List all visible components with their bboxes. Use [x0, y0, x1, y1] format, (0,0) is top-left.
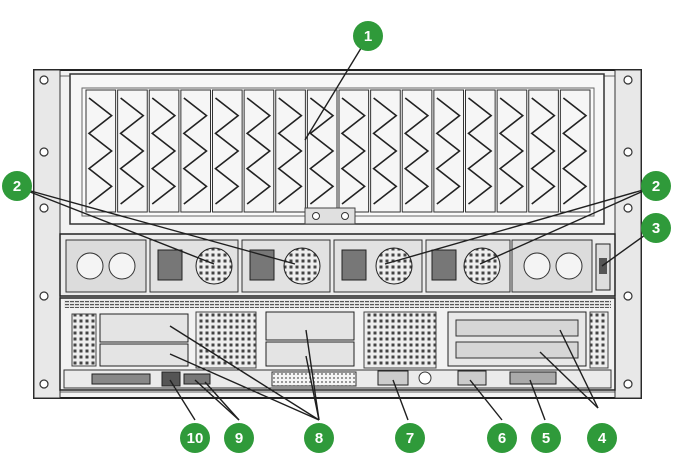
ocp-slot-center-upper	[265, 311, 355, 341]
slot-cover-vent-pattern	[119, 97, 145, 205]
left-vent	[71, 311, 257, 369]
slot-cover-vent-pattern	[277, 97, 303, 205]
power-supply-1	[149, 239, 239, 293]
slot-cover-vent-pattern	[530, 97, 556, 205]
ocp-slot-left-upper	[99, 313, 189, 343]
callout-3: 3	[641, 213, 671, 243]
power-supply-3	[333, 239, 423, 293]
callout-10: 10	[180, 423, 210, 453]
slot-cover-vent-pattern	[245, 97, 272, 205]
right-vent	[589, 311, 609, 369]
callout-6-label: 6	[498, 430, 506, 447]
leader-lines	[19, 39, 653, 421]
chassis-screws	[39, 75, 633, 389]
callout-3-label: 3	[652, 220, 660, 237]
slot-cover-vent-pattern	[87, 97, 113, 205]
callout-4: 4	[587, 423, 617, 453]
center-vent	[363, 311, 437, 369]
slot-cover-vent-pattern	[309, 97, 335, 205]
callout-10-label: 10	[187, 430, 204, 447]
slot-cover-vent-pattern	[435, 97, 461, 205]
callout-2-left-label: 2	[13, 178, 21, 195]
slot-cover-vent-pattern	[467, 97, 493, 205]
power-supply-4	[425, 239, 511, 293]
slot-cover-vent-pattern	[498, 97, 525, 205]
callout-8: 8	[304, 423, 334, 453]
slot-cover-vent-pattern	[182, 97, 208, 205]
power-button-slot	[595, 243, 611, 291]
slot-cover-vent-pattern	[372, 97, 398, 205]
callout-5: 5	[531, 423, 561, 453]
pcie-slot-bay	[69, 73, 605, 225]
callout-4-label: 4	[598, 430, 607, 447]
callout-9: 9	[224, 423, 254, 453]
slot-cover-vent-pattern	[150, 97, 177, 205]
callout-6: 6	[487, 423, 517, 453]
callout-8-label: 8	[315, 430, 323, 447]
uid-led-area	[418, 371, 432, 385]
callout-2-left: 2	[2, 171, 32, 201]
ocp-slot-left-lower	[99, 343, 189, 367]
usb-3-ports	[183, 373, 211, 385]
power-supply-2	[241, 239, 331, 293]
callout-1: 1	[353, 21, 383, 51]
ilo-port	[161, 371, 181, 387]
pcie-slot-covers	[85, 89, 591, 213]
callout-2-right: 2	[641, 171, 671, 201]
callout-5-label: 5	[542, 430, 550, 447]
usb-ports	[91, 373, 151, 385]
callout-2-right-label: 2	[652, 178, 660, 195]
slot-cover-vent-pattern	[214, 97, 240, 205]
callout-9-label: 9	[235, 430, 243, 447]
serial-port	[457, 370, 487, 386]
callout-7-label: 7	[406, 430, 414, 447]
callout-7: 7	[395, 423, 425, 453]
slot-cover-vent-pattern	[403, 97, 430, 205]
slot-cover-vent-pattern	[562, 97, 588, 205]
pull-tab	[509, 371, 557, 385]
callout-1-label: 1	[364, 28, 372, 45]
pcie-slot-right	[447, 311, 587, 367]
video-port	[377, 370, 409, 386]
slot-cover-vent-pattern	[340, 97, 366, 205]
